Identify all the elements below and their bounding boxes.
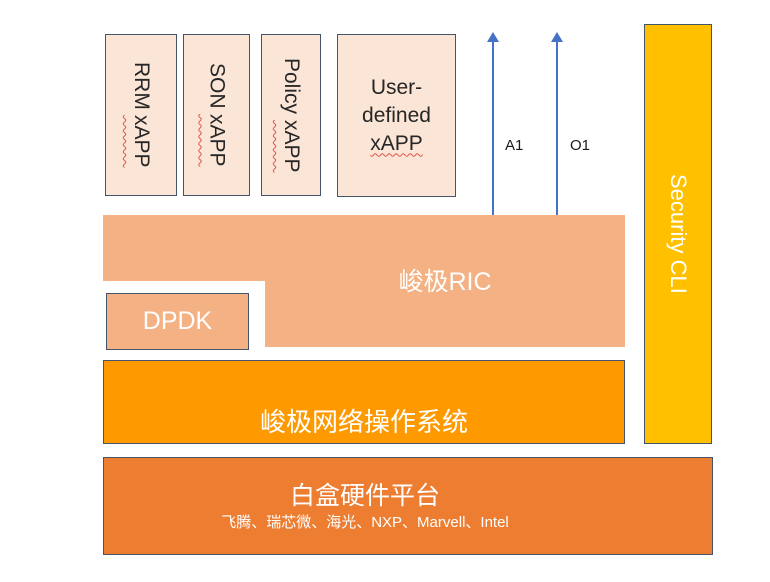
ric-label: 峻极RIC xyxy=(398,268,492,296)
hardware-platform-vendors: 飞腾、瑞芯微、海光、NXP、Marvell、Intel xyxy=(221,513,509,531)
xapp-suffix: xAPP xyxy=(280,119,303,173)
xapp-box-son: SON xAPP xyxy=(183,34,250,196)
xapp-box-rrm: RRM xAPP xyxy=(105,34,177,196)
xapp-suffix: xAPP xyxy=(205,114,229,167)
a1-arrow-line xyxy=(492,40,494,230)
hardware-platform-box: 白盒硬件平台 飞腾、瑞芯微、海光、NXP、Marvell、Intel xyxy=(103,457,713,555)
xapp-line: User- xyxy=(370,75,423,99)
xapp-name: RRM xyxy=(130,61,153,110)
network-os-label: 峻极网络操作系统 xyxy=(259,407,468,437)
xapp-box-policy: Policy xAPP xyxy=(261,34,321,196)
xapp-name: Policy xyxy=(280,57,303,114)
xapp-suffix: xAPP xyxy=(130,115,153,168)
hardware-platform-title: 白盒硬件平台 xyxy=(289,481,440,510)
o1-arrow-head-icon xyxy=(551,32,563,42)
ric-shape-top xyxy=(103,215,625,281)
xapp-name: SON xyxy=(205,63,229,109)
a1-arrow-head-icon xyxy=(487,32,499,42)
dpdk-box: DPDK xyxy=(106,293,249,350)
network-os-box: 峻极网络操作系统 xyxy=(103,360,625,444)
security-cli-label: Security CLI xyxy=(666,174,691,294)
o1-arrow-line xyxy=(556,40,558,230)
ric-block: 峻极RIC xyxy=(103,215,625,347)
hardware-platform-text: 白盒硬件平台 飞腾、瑞芯微、海光、NXP、Marvell、Intel xyxy=(104,458,626,556)
ric-shape-bottom xyxy=(265,281,625,347)
o1-interface-label: O1 xyxy=(570,137,591,154)
security-cli-bar: Security CLI xyxy=(644,24,712,444)
dpdk-label: DPDK xyxy=(142,307,213,335)
xapp-box-user-defined: User- defined xAPP xyxy=(337,34,456,197)
a1-interface-label: A1 xyxy=(505,137,524,154)
xapp-line: defined xyxy=(362,103,431,127)
xapp-line: xAPP xyxy=(370,131,423,155)
